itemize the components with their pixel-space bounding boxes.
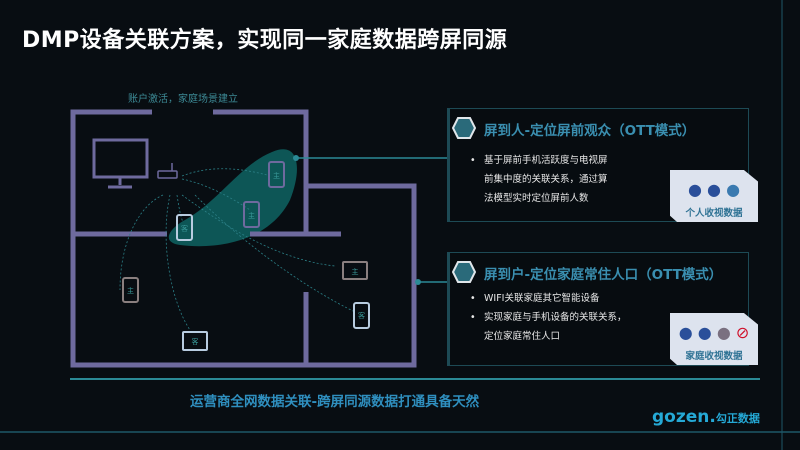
svg-text:主: 主	[352, 267, 359, 276]
phone-icon: 客	[353, 302, 370, 329]
phone-icon: 客	[176, 214, 193, 241]
phone-icon: 主	[268, 161, 285, 188]
association-blob	[168, 149, 297, 247]
tablet-icon: 客	[182, 331, 208, 351]
svg-text:客: 客	[358, 311, 365, 320]
connection-lines	[119, 168, 356, 331]
household-viewing-card: ● ● ● ⊘ 家庭收视数据	[670, 313, 758, 365]
svg-text:主: 主	[248, 211, 255, 220]
hexagon-icon	[452, 117, 476, 139]
hexagon-icon	[452, 261, 476, 283]
svg-text:主: 主	[273, 171, 280, 180]
phone-icon: 主	[243, 201, 260, 228]
personal-viewing-card: ● ● ● 个人收视数据	[670, 170, 758, 222]
svg-text:客: 客	[192, 337, 199, 346]
gozen-logo: gozen.勾正数据	[652, 407, 760, 427]
router-icon	[157, 163, 178, 179]
tv-icon	[92, 138, 149, 189]
tablet-icon: 主	[342, 261, 368, 280]
people-icons: ● ● ●	[687, 180, 741, 199]
phone-icon: 主	[122, 277, 139, 303]
people-icons: ● ● ● ⊘	[678, 323, 750, 342]
page-title: DMP设备关联方案，实现同一家庭数据跨屏同源	[22, 28, 508, 53]
svg-text:客: 客	[181, 224, 188, 233]
footer-statement: 运营商全网数据关联-跨屏同源数据打通具备天然	[190, 394, 480, 410]
walls	[70, 109, 417, 368]
floorplan-caption: 账户激活，家庭场景建立	[128, 94, 238, 105]
svg-text:主: 主	[127, 286, 134, 295]
